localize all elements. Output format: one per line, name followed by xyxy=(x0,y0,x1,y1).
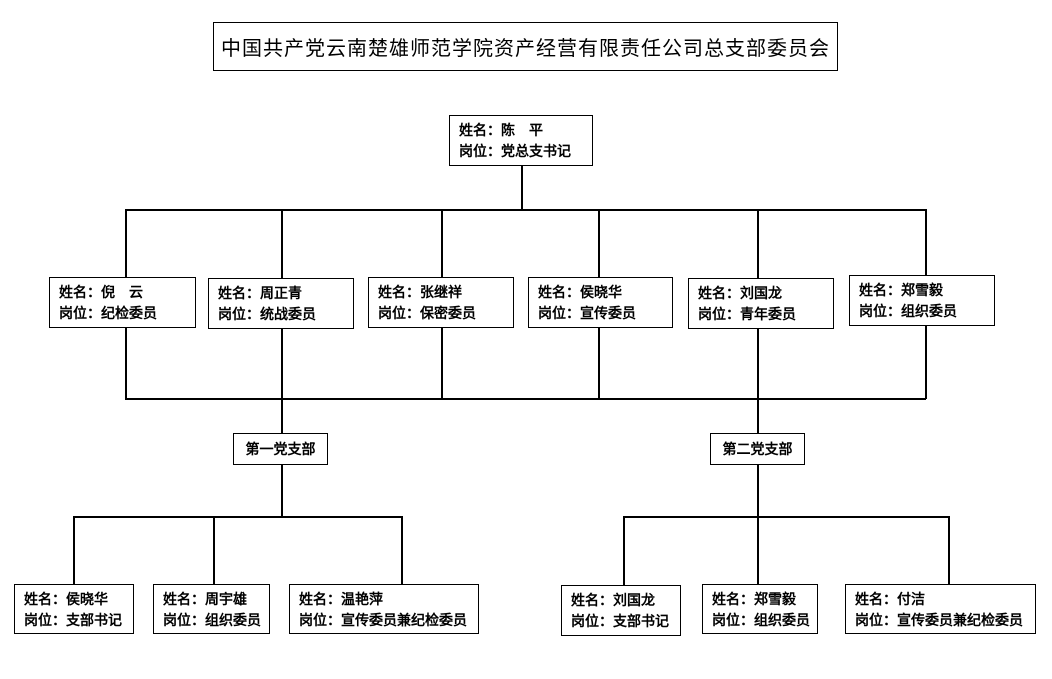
connector xyxy=(125,209,926,211)
branch-2-box: 第二党支部 xyxy=(710,433,805,465)
person-name: 郑雪毅 xyxy=(754,592,796,608)
connector xyxy=(623,516,625,585)
post-label: 岗位： xyxy=(859,304,901,320)
person-post: 支部书记 xyxy=(66,613,122,629)
branch-member-box: 姓名：郑雪毅 岗位：组织委员 xyxy=(702,584,818,634)
post-label: 岗位： xyxy=(712,613,754,629)
person-post: 统战委员 xyxy=(260,307,316,323)
connector xyxy=(281,209,283,516)
branch-member-box: 姓名：刘国龙 岗位：支部书记 xyxy=(561,585,681,636)
connector xyxy=(521,166,523,209)
name-label: 姓名： xyxy=(218,286,260,302)
branch-member-box: 姓名：付洁 岗位：宣传委员兼纪检委员 xyxy=(845,584,1036,634)
name-label: 姓名： xyxy=(855,592,897,608)
secretary-box: 姓名：陈 平 岗位：党总支书记 xyxy=(449,115,593,166)
branch-member-box: 姓名：温艳萍 岗位：宣传委员兼纪检委员 xyxy=(289,584,479,634)
connector xyxy=(948,516,950,585)
name-label: 姓名： xyxy=(538,285,580,301)
branch-1-box: 第一党支部 xyxy=(233,433,328,465)
connector xyxy=(73,516,402,518)
person-post: 支部书记 xyxy=(613,614,669,630)
person-name: 侯晓华 xyxy=(66,592,108,608)
person-name: 刘国龙 xyxy=(613,593,655,609)
committee-member-box: 姓名：倪 云 岗位：纪检委员 xyxy=(49,277,196,328)
name-label: 姓名： xyxy=(712,592,754,608)
connector xyxy=(401,516,403,584)
connector xyxy=(125,398,926,400)
connector xyxy=(623,516,949,518)
branch-member-box: 姓名：侯晓华 岗位：支部书记 xyxy=(14,584,134,634)
person-post: 组织委员 xyxy=(205,613,261,629)
name-label: 姓名： xyxy=(59,285,101,301)
name-label: 姓名： xyxy=(571,593,613,609)
name-label: 姓名： xyxy=(698,286,740,302)
post-label: 岗位： xyxy=(571,614,613,630)
connector xyxy=(213,516,215,584)
name-label: 姓名： xyxy=(24,592,66,608)
committee-member-box: 姓名：张继祥 岗位：保密委员 xyxy=(368,277,514,328)
person-name: 张继祥 xyxy=(420,285,462,301)
person-name: 温艳萍 xyxy=(341,592,383,608)
person-name: 周正青 xyxy=(260,286,302,302)
person-post: 宣传委员兼纪检委员 xyxy=(341,613,467,629)
post-label: 岗位： xyxy=(459,144,501,160)
post-label: 岗位： xyxy=(378,306,420,322)
person-name: 郑雪毅 xyxy=(901,283,943,299)
chart-title: 中国共产党云南楚雄师范学院资产经营有限责任公司总支部委员会 xyxy=(213,22,838,71)
post-label: 岗位： xyxy=(24,613,66,629)
committee-member-box: 姓名：周正青 岗位：统战委员 xyxy=(208,278,354,329)
person-name: 周宇雄 xyxy=(205,592,247,608)
post-label: 岗位： xyxy=(163,613,205,629)
person-name: 刘国龙 xyxy=(740,286,782,302)
name-label: 姓名： xyxy=(459,123,501,139)
committee-member-box: 姓名：刘国龙 岗位：青年委员 xyxy=(688,278,834,329)
person-name: 侯晓华 xyxy=(580,285,622,301)
person-post: 组织委员 xyxy=(754,613,810,629)
post-label: 岗位： xyxy=(59,306,101,322)
person-post: 宣传委员 xyxy=(580,306,636,322)
branch-member-box: 姓名：周宇雄 岗位：组织委员 xyxy=(153,584,270,634)
post-label: 岗位： xyxy=(855,613,897,629)
post-label: 岗位： xyxy=(538,306,580,322)
person-name: 陈 平 xyxy=(501,123,543,139)
connector xyxy=(757,209,759,516)
name-label: 姓名： xyxy=(859,283,901,299)
person-post: 宣传委员兼纪检委员 xyxy=(897,613,1023,629)
person-post: 组织委员 xyxy=(901,304,957,320)
post-label: 岗位： xyxy=(698,307,740,323)
name-label: 姓名： xyxy=(299,592,341,608)
person-name: 倪 云 xyxy=(101,285,143,301)
connector xyxy=(757,516,759,585)
person-post: 纪检委员 xyxy=(101,306,157,322)
committee-member-box: 姓名：侯晓华 岗位：宣传委员 xyxy=(528,277,673,328)
committee-member-box: 姓名：郑雪毅 岗位：组织委员 xyxy=(849,275,995,326)
post-label: 岗位： xyxy=(299,613,341,629)
name-label: 姓名： xyxy=(163,592,205,608)
person-post: 党总支书记 xyxy=(501,144,571,160)
name-label: 姓名： xyxy=(378,285,420,301)
post-label: 岗位： xyxy=(218,307,260,323)
person-name: 付洁 xyxy=(897,592,925,608)
connector xyxy=(73,516,75,584)
person-post: 青年委员 xyxy=(740,307,796,323)
person-post: 保密委员 xyxy=(420,306,476,322)
